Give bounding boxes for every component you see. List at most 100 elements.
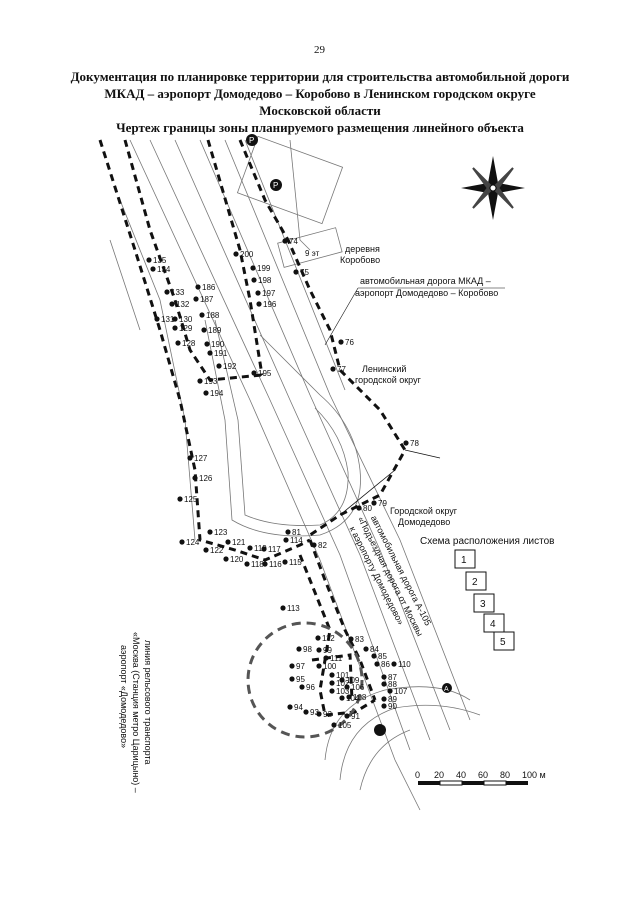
boundary-point-label: 100 — [323, 662, 337, 671]
boundary-point-label: 87 — [388, 673, 397, 682]
boundary-point-dot — [348, 636, 354, 642]
boundary-point-label: 198 — [258, 276, 272, 285]
boundary-point-label: 191 — [214, 349, 228, 358]
boundary-point-label: 133 — [171, 288, 185, 297]
boundary-point-190: 190 — [204, 340, 225, 349]
boundary-point-dot — [381, 703, 387, 709]
boundary-point-label: 113 — [287, 604, 300, 613]
boundary-point-label: 122 — [210, 546, 224, 555]
boundary-point-191: 191 — [207, 349, 228, 358]
boundary-point-label: 81 — [292, 528, 301, 537]
boundary-point-95: 95 — [289, 675, 305, 684]
domodedovo-label: Городской округ Домодедово — [390, 506, 458, 527]
boundary-point-dot — [381, 674, 387, 680]
boundary-point-dot — [283, 537, 289, 543]
boundary-point-dot — [371, 653, 377, 659]
boundary-point-label: 128 — [182, 339, 196, 348]
boundary-point-dot — [261, 546, 267, 552]
svg-text:20: 20 — [434, 770, 444, 780]
boundary-point-label: 103 — [336, 687, 350, 696]
boundary-point-label: 132 — [176, 300, 190, 309]
boundary-tick — [404, 449, 441, 459]
boundary-point-dot — [387, 688, 393, 694]
boundary-point-label: 106 — [351, 683, 365, 692]
boundary-point-label: 134 — [157, 265, 171, 274]
svg-text:60: 60 — [478, 770, 488, 780]
svg-text:4: 4 — [490, 619, 496, 630]
svg-text:Коробово: Коробово — [340, 255, 380, 265]
boundary-point-dot — [285, 529, 291, 535]
boundary-point-100: 100 — [316, 662, 337, 671]
boundary-point-dot — [330, 366, 336, 372]
boundary-point-dot — [316, 711, 322, 717]
boundary-point-84: 84 — [363, 645, 379, 654]
boundary-point-dot — [316, 663, 322, 669]
boundary-point-128: 128 — [175, 339, 196, 348]
boundary-point-label: 84 — [370, 645, 379, 654]
boundary-point-dot — [223, 556, 229, 562]
boundary-point-97: 97 — [289, 662, 305, 671]
boundary-point-label: 192 — [223, 362, 237, 371]
svg-text:Городской округ: Городской округ — [390, 506, 458, 516]
boundary-point-dot — [262, 561, 268, 567]
boundary-point-dot — [374, 661, 380, 667]
boundary-point-103: 103 — [329, 687, 350, 696]
boundary-point-90: 90 — [381, 702, 397, 711]
boundary-point-dot — [199, 312, 205, 318]
boundary-point-dot — [256, 301, 262, 307]
boundary-point-label: 130 — [179, 315, 193, 324]
boundary-point-label: 93 — [310, 708, 319, 717]
boundary-point-dot — [356, 505, 362, 511]
boundary-point-dot — [204, 341, 210, 347]
boundary-point-dot — [339, 677, 345, 683]
boundary-point-dot — [251, 370, 257, 376]
boundary-point-96: 96 — [299, 683, 315, 692]
boundary-point-label: 195 — [258, 369, 272, 378]
boundary-point-label: 108 — [353, 693, 367, 702]
boundary-point-75: 75 — [293, 268, 309, 277]
boundary-point-88: 88 — [381, 680, 397, 689]
boundary-point-197: 197 — [255, 289, 276, 298]
boundary-point-label: 75 — [300, 268, 309, 277]
svg-text:P: P — [249, 136, 254, 145]
boundary-point-dot — [250, 265, 256, 271]
boundary-point-77: 77 — [330, 365, 346, 374]
boundary-point-label: 74 — [289, 237, 298, 246]
boundary-point-dot — [282, 559, 288, 565]
svg-text:Домодедово: Домодедово — [398, 517, 450, 527]
building-floors-label: 9 эт — [305, 249, 320, 258]
boundary-point-dot — [233, 251, 239, 257]
boundary-point-120: 120 — [223, 555, 244, 564]
svg-text:1: 1 — [461, 555, 467, 566]
outer-strip-boundary — [98, 139, 311, 562]
boundary-point-122: 122 — [203, 546, 224, 555]
svg-text:0: 0 — [415, 770, 420, 780]
boundary-point-dot — [316, 647, 322, 653]
bus-stop-marker-2 — [374, 724, 386, 736]
boundary-point-label: 188 — [206, 311, 220, 320]
road-callout-label: автомобильная дорога МКАД – аэропорт Дом… — [324, 276, 505, 346]
boundary-point-dot — [255, 290, 261, 296]
boundary-point-99: 99 — [316, 646, 332, 655]
boundary-point-label: 94 — [294, 703, 303, 712]
boundary-point-116: 116 — [262, 560, 282, 569]
boundary-point-127: 127 — [187, 454, 208, 463]
boundary-point-dot — [172, 316, 178, 322]
boundary-point-label: 189 — [208, 326, 222, 335]
boundary-point-label: 90 — [388, 702, 397, 711]
boundary-tick-2 — [339, 469, 396, 516]
boundary-point-114: 114 — [283, 536, 303, 545]
boundary-point-label: 104 — [346, 694, 360, 703]
boundary-point-dot — [391, 661, 397, 667]
boundary-point-label: 92 — [323, 710, 332, 719]
boundary-point-130: 130 — [172, 315, 193, 324]
boundary-point-115: 115 — [282, 558, 302, 567]
boundary-point-193: 193 — [197, 377, 218, 386]
boundary-point-label: 115 — [289, 558, 302, 567]
boundary-point-135: 135 — [146, 256, 167, 265]
boundary-point-105: 105 — [331, 721, 352, 730]
boundary-point-label: 88 — [388, 680, 397, 689]
boundary-point-label: 98 — [303, 645, 312, 654]
svg-text:линия рельсового транспорта: линия рельсового транспорта — [143, 640, 153, 765]
boundary-point-113: 113 — [280, 604, 300, 613]
